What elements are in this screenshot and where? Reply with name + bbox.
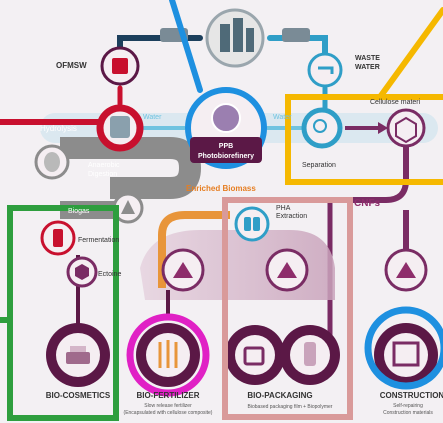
faucet-icon [318, 66, 334, 74]
separation-highlight-box [285, 94, 443, 185]
anaerobic-node [34, 144, 70, 180]
ppb-label-1: PPB [219, 143, 233, 150]
triangle-marker-icon [173, 262, 193, 278]
ppb-bioreactor-icon [211, 103, 241, 133]
biogas-label: Biogas [68, 208, 90, 215]
waste-water-label-2: WATER [355, 64, 380, 71]
water-truck-icon [282, 28, 310, 42]
ectoine-label: Ectoine [98, 271, 121, 278]
ppb-highlight-ring [185, 87, 267, 169]
enriched-biomass-label: Enriched Biomass [186, 184, 256, 193]
construction-highlight-ring [364, 306, 443, 390]
pha-label-1: PHA [276, 205, 291, 212]
annotation-lines [0, 0, 443, 323]
anaerobic-label-2: Digestion [88, 171, 117, 178]
water-right-label: Water [273, 114, 292, 121]
packaging-column [225, 325, 340, 385]
wheat-icon [158, 340, 178, 368]
bio-packaging-label: BIO-PACKAGING [247, 391, 312, 400]
cellulose-label: Cellulose materi [370, 99, 421, 106]
triangle-marker-icon [277, 262, 297, 278]
bottle-icon [304, 342, 316, 366]
cube-node [386, 108, 426, 148]
fertilizer-sub-1: Slow release fertilizer [144, 403, 192, 409]
pha-node [234, 206, 270, 242]
city-node [205, 8, 265, 68]
pha-label-2: Extraction [276, 213, 307, 220]
bio-fertilizer-label: BIO-FERTILIZER [136, 391, 199, 400]
construction-sub-2: Construction materials [383, 410, 433, 416]
magnifier-icon [313, 119, 327, 133]
city-buildings-icon [220, 24, 230, 52]
hydrolysis-label: Hydrolysis [40, 124, 77, 133]
cube-icon [395, 116, 417, 144]
cosmetics-column [46, 255, 110, 387]
ectoine-molecule-icon [75, 264, 89, 280]
ofmsw-label: OFMSW [56, 61, 87, 70]
separation-node [301, 107, 343, 149]
trash-bin-icon [112, 58, 128, 74]
fertilizer-highlight-ring [126, 313, 210, 397]
fertilizer-column [136, 290, 200, 387]
fermentation-label: Fermentation [78, 237, 119, 244]
hydrolysis-reactor-icon [110, 116, 130, 138]
construction-label: CONSTRUCTION [380, 391, 443, 400]
fermentation-node [40, 220, 76, 256]
triangle-markers [161, 248, 428, 292]
construction-sub-1: Self-repairing [393, 403, 423, 409]
hydrolysis-highlight-ring [96, 104, 144, 152]
bio-cosmetics-label: BIO-COSMETICS [46, 391, 111, 400]
ppb-label-2: Photobiorefinery [198, 153, 254, 160]
water-left-label: Water [143, 114, 162, 121]
fermentation-tank-icon [53, 229, 63, 247]
fertilizer-sub-2: (Encapsulated with cellulose composite) [124, 410, 213, 416]
anaerobic-label-1: Anaerobic [88, 162, 120, 169]
ofmsw-node [100, 46, 140, 86]
ppb-node [185, 87, 267, 169]
construction-column [374, 323, 438, 387]
triangle-marker-icon [396, 262, 416, 278]
pha-pellets-icon [244, 217, 251, 231]
text-labels: OFMSW WASTE WATER Hydrolysis Water Water… [40, 55, 443, 416]
separation-label: Separation [302, 162, 336, 169]
shopping-bag-icon [243, 346, 265, 366]
brick-wall-icon [392, 341, 420, 367]
packaging-sub: Biobased packaging film + Biopolymer [248, 404, 333, 410]
wastewater-node [307, 52, 343, 88]
cosmetics-highlight-box [7, 205, 119, 421]
cnfs-label: CNFs [354, 198, 381, 209]
packaging-highlight-box [222, 197, 353, 420]
ectoine-node [66, 256, 98, 288]
waste-water-label-1: WASTE [355, 55, 380, 62]
digester-icon [44, 152, 60, 172]
biogas-flame-icon [121, 200, 135, 214]
biogas-node [112, 192, 144, 224]
hydrolysis-node [96, 104, 144, 152]
cosmetics-jar-icon [66, 352, 90, 364]
